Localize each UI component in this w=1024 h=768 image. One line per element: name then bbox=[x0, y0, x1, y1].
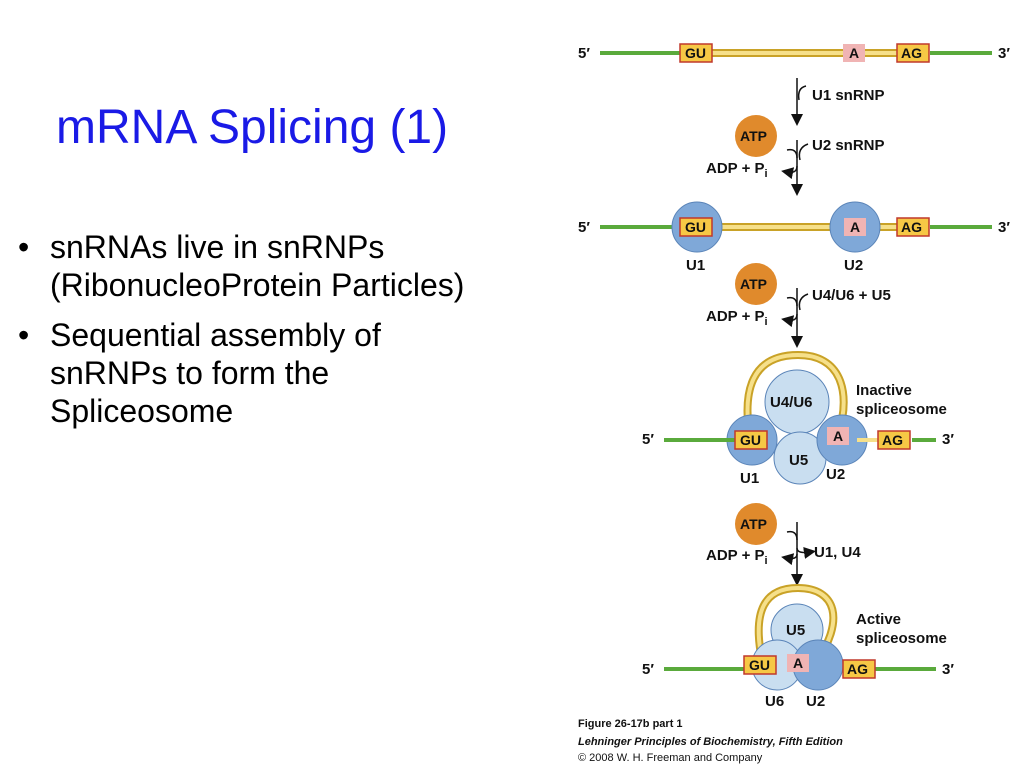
bullet-dot: • bbox=[18, 317, 30, 353]
u4u6-in-arrow bbox=[798, 293, 809, 311]
active-label-line1: Active bbox=[856, 611, 901, 628]
bullet-item: • snRNAs live in snRNPs (RibonucleoProtei… bbox=[12, 228, 492, 304]
u6-label: U6 bbox=[765, 693, 784, 710]
u1u4-label: U1, U4 bbox=[814, 544, 861, 561]
adp-out-arrow bbox=[781, 313, 798, 328]
ag-label: AG bbox=[901, 45, 922, 61]
bullet-dot: • bbox=[18, 229, 30, 265]
u1u4-out-arrow bbox=[796, 546, 816, 559]
intron-loop-fill bbox=[745, 352, 846, 439]
u5-label: U5 bbox=[786, 622, 805, 639]
gu-box bbox=[734, 430, 768, 450]
row-active-spliceosome: U5 5′ GU A AG 3′ U6 U2 Active spliceosom… bbox=[642, 583, 954, 710]
atp-in-arrow bbox=[786, 148, 798, 159]
three-prime-label: 3′ bbox=[998, 219, 1010, 236]
five-prime-label: 5′ bbox=[578, 219, 590, 236]
three-prime-label: 3′ bbox=[998, 45, 1010, 62]
u2-label: U2 bbox=[844, 257, 863, 274]
bullet-item: • Sequential assembly of snRNPs to form t… bbox=[12, 316, 492, 430]
figure-number: Figure 26-17b part 1 bbox=[578, 718, 683, 730]
a-label: A bbox=[833, 428, 843, 444]
atp-circle bbox=[735, 503, 777, 545]
gu-box bbox=[679, 43, 713, 63]
u1-label: U1 bbox=[686, 257, 705, 274]
adp-label: ADP + Pi bbox=[706, 308, 768, 328]
gu-label: GU bbox=[749, 657, 770, 673]
u2-snrnp-label: U2 snRNP bbox=[812, 137, 885, 154]
row-inactive-spliceosome: U4/U6 U5 5′ GU A AG 3′ U1 U2 Inactive sp… bbox=[642, 350, 954, 487]
three-prime-label: 3′ bbox=[942, 661, 954, 678]
gu-label: GU bbox=[685, 219, 706, 235]
bullet-text-2: Sequential assembly of snRNPs to form th… bbox=[50, 317, 381, 429]
ag-box bbox=[896, 43, 930, 63]
u4u6-u5-label: U4/U6 + U5 bbox=[812, 287, 891, 304]
gu-box bbox=[679, 217, 713, 237]
u2-in-arrow bbox=[798, 143, 809, 161]
bullet-list: • snRNAs live in snRNPs (RibonucleoProtei… bbox=[12, 228, 492, 442]
a-label: A bbox=[849, 45, 859, 61]
ag-box bbox=[896, 217, 930, 237]
atp-label: ATP bbox=[740, 276, 767, 292]
step-arrow-u2: ATP U2 snRNP ADP + Pi bbox=[706, 115, 885, 196]
ag-label: AG bbox=[847, 661, 868, 677]
adp-out-arrow bbox=[781, 165, 798, 180]
a-box bbox=[827, 427, 849, 445]
a-label: A bbox=[793, 655, 803, 671]
join-arrow bbox=[797, 85, 807, 101]
step-arrow-release: ATP U1, U4 ADP + Pi bbox=[706, 503, 861, 586]
ag-label: AG bbox=[901, 219, 922, 235]
adp-label: ADP + Pi bbox=[706, 547, 768, 567]
adp-out-arrow bbox=[781, 553, 798, 566]
ag-box bbox=[842, 659, 876, 679]
three-prime-label: 3′ bbox=[942, 431, 954, 448]
u1-snrnp-label: U1 snRNP bbox=[812, 87, 885, 104]
atp-label: ATP bbox=[740, 128, 767, 144]
u1-label: U1 bbox=[740, 470, 759, 487]
gu-label: GU bbox=[685, 45, 706, 61]
a-box bbox=[844, 218, 866, 236]
inactive-label-line1: Inactive bbox=[856, 382, 912, 399]
intron-loop-fill bbox=[756, 585, 836, 666]
step-arrow-u4u6-u5: ATP U4/U6 + U5 ADP + Pi bbox=[706, 263, 891, 348]
slide-title: mRNA Splicing (1) bbox=[56, 101, 449, 154]
u5-label: U5 bbox=[789, 452, 808, 469]
gu-label: GU bbox=[740, 432, 761, 448]
row-pre-mrna: 5′ GU A AG 3′ bbox=[578, 43, 1010, 63]
a-box bbox=[787, 654, 809, 672]
atp-in-arrow bbox=[786, 530, 798, 541]
row-u1-u2-bound: 5′ GU A AG 3′ U1 U2 bbox=[578, 201, 1010, 274]
figure-caption: Figure 26-17b part 1 Lehninger Principle… bbox=[578, 718, 843, 764]
ag-box bbox=[877, 430, 911, 450]
step-arrow-u1: U1 snRNP bbox=[791, 78, 885, 126]
five-prime-label: 5′ bbox=[642, 661, 654, 678]
five-prime-label: 5′ bbox=[642, 431, 654, 448]
copyright-line: © 2008 W. H. Freeman and Company bbox=[578, 752, 763, 764]
ag-label: AG bbox=[882, 432, 903, 448]
gu-box bbox=[743, 655, 777, 675]
active-label-line2: spliceosome bbox=[856, 630, 947, 647]
u2-label: U2 bbox=[826, 466, 845, 483]
atp-in-arrow bbox=[786, 296, 798, 307]
book-title: Lehninger Principles of Biochemistry, Fi… bbox=[578, 736, 843, 748]
a-label: A bbox=[850, 219, 860, 235]
atp-circle bbox=[735, 115, 777, 157]
bullet-text-1: snRNAs live in snRNPs (RibonucleoProtein… bbox=[50, 229, 465, 303]
adp-label: ADP + Pi bbox=[706, 160, 768, 180]
u4u6-label: U4/U6 bbox=[770, 394, 813, 411]
inactive-label-line2: spliceosome bbox=[856, 401, 947, 418]
a-box bbox=[843, 44, 865, 62]
atp-circle bbox=[735, 263, 777, 305]
u2-label: U2 bbox=[806, 693, 825, 710]
five-prime-label: 5′ bbox=[578, 45, 590, 62]
atp-label: ATP bbox=[740, 516, 767, 532]
